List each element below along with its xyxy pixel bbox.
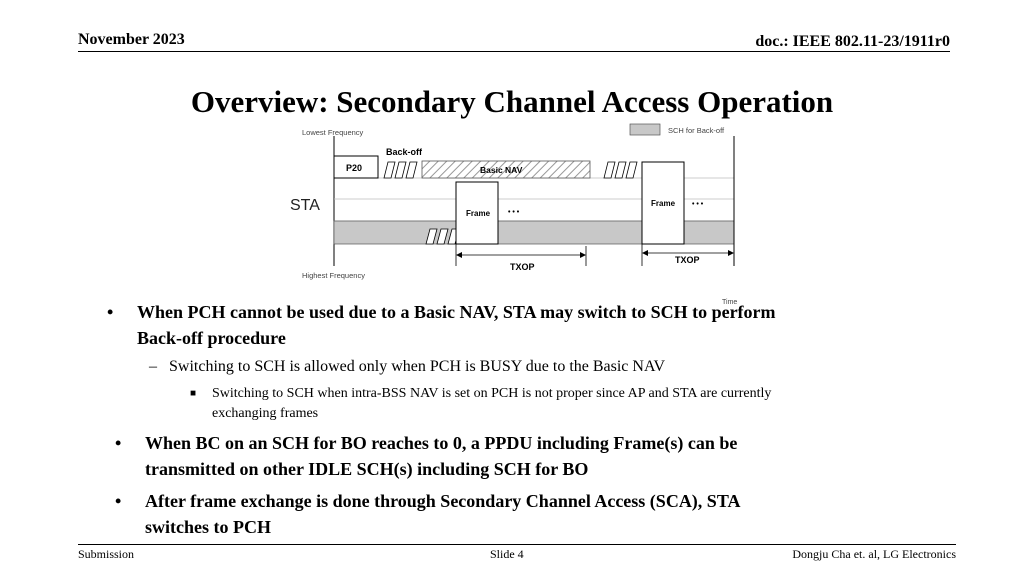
highest-frequency-label: Highest Frequency [302, 271, 365, 280]
frame-label-1: Frame [466, 209, 491, 218]
sub-sub-bullet-marker: ■ [190, 388, 197, 399]
footer-slide-number: Slide 4 [490, 547, 524, 561]
basic-nav-label: Basic NAV [480, 165, 523, 175]
bullet-2-cont: transmitted on other IDLE SCH(s) includi… [145, 459, 589, 479]
footer-divider [78, 544, 956, 545]
bullet-3-cont: switches to PCH [145, 517, 271, 537]
legend-label: SCH for Back-off [668, 126, 725, 135]
sub-bullet-marker: – [149, 358, 157, 375]
bullet-1-sub: Switching to SCH is allowed only when PC… [169, 358, 666, 375]
legend-swatch [629, 123, 661, 136]
bullet-marker: • [115, 491, 122, 511]
footer-authors: Dongju Cha et. al, LG Electronics [792, 547, 956, 561]
header-doc-id: doc.: IEEE 802.11-23/1911r0 [755, 33, 950, 50]
lowest-frequency-label: Lowest Frequency [302, 128, 364, 137]
sta-label: STA [290, 197, 320, 214]
bullet-1-subsub: Switching to SCH when intra-BSS NAV is s… [212, 386, 772, 401]
header-date: November 2023 [78, 31, 185, 48]
sch-backoff-slots [425, 228, 460, 245]
txop-label-2: TXOP [675, 255, 700, 265]
backoff-label: Back-off [386, 147, 423, 157]
p20-backoff-slots [383, 161, 638, 179]
p20-label: P20 [346, 163, 362, 173]
bullet-2: When BC on an SCH for BO reaches to 0, a… [145, 433, 738, 453]
bullet-3: After frame exchange is done through Sec… [145, 491, 741, 511]
header-divider [78, 51, 950, 52]
p20-box [333, 155, 379, 179]
frame-box-2 [641, 161, 685, 245]
frame-ellipsis-1: • • • [508, 209, 520, 216]
bullet-marker: • [107, 302, 114, 322]
txop-label-1: TXOP [510, 262, 535, 272]
frame-label-2: Frame [651, 199, 676, 208]
bullet-1: When PCH cannot be used due to a Basic N… [137, 302, 776, 322]
frame-ellipsis-2: • • • [692, 201, 704, 208]
time-label: Time [722, 299, 737, 306]
frame-box-1 [455, 181, 499, 245]
basic-nav-box [421, 160, 591, 179]
slide-title: Overview: Secondary Channel Access Opera… [190, 84, 834, 119]
footer-submission: Submission [78, 547, 135, 561]
sca-diagram: Lowest Frequency Highest Frequency SCH f… [290, 123, 737, 306]
bullet-marker: • [115, 433, 122, 453]
bullet-1-cont: Back-off procedure [137, 328, 286, 348]
bullet-1-subsub-cont: exchanging frames [212, 406, 319, 421]
